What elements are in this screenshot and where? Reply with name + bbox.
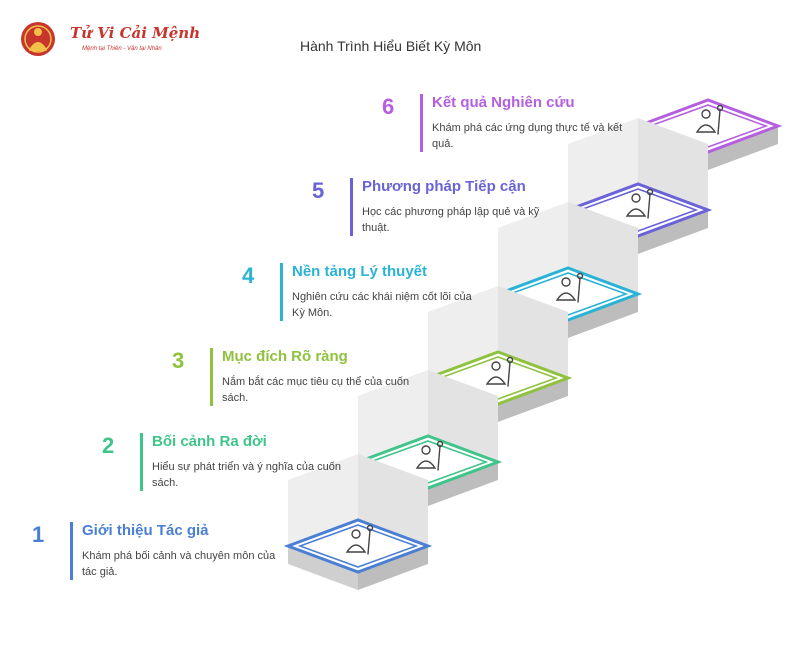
pencil-location-icon: [625, 188, 654, 219]
step-heading: Nền tảng Lý thuyết: [292, 263, 428, 280]
step-number: 2: [102, 433, 115, 458]
orbit-sparkle-icon: [555, 272, 584, 303]
brand-logo[interactable]: Tử Vi Cải Mệnh Mệnh tại Thiên - Vận tại …: [20, 20, 200, 64]
step-description: Khám phá bối cảnh và chuyên môn của tác …: [82, 550, 276, 578]
book-search-icon: [485, 356, 514, 387]
stair-step-1: [283, 454, 433, 590]
step-accent-bar: [280, 263, 283, 321]
step-description: Khám phá các ứng dụng thực tế và kết quả…: [432, 122, 623, 150]
brand-name: Tử Vi Cải Mệnh: [70, 24, 201, 42]
step-number: 6: [382, 94, 395, 119]
step-number: 5: [312, 178, 325, 203]
step-description: Nắm bắt các mục tiêu cụ thể của cuốn sác…: [222, 376, 410, 404]
diagram-title: Hành Trình Hiểu Biết Kỳ Môn: [300, 38, 482, 54]
step-accent-bar: [420, 94, 423, 152]
author-with-staff-icon: [345, 524, 374, 555]
step-accent-bar: [70, 522, 73, 580]
step-description: Học các phương pháp lập quẻ và kỹ thuật.: [362, 206, 540, 234]
step-description: Nghiên cứu các khái niệm cốt lõi của Kỳ …: [292, 291, 472, 319]
step-heading: Kết quả Nghiên cứu: [432, 94, 575, 111]
step-accent-bar: [140, 433, 143, 491]
step-description: Hiểu sự phát triển và ý nghĩa của cuốn s…: [152, 461, 341, 489]
buddha-logo-icon: [21, 22, 55, 56]
step-number: 4: [242, 263, 255, 288]
step-heading: Giới thiệu Tác giả: [82, 522, 209, 539]
step-accent-bar: [210, 348, 213, 406]
person-raising-arms-icon: [415, 440, 444, 471]
brand-tagline: Mệnh tại Thiên - Vận tại Nhân: [82, 46, 162, 52]
step-number: 3: [172, 348, 185, 373]
step-accent-bar: [350, 178, 353, 236]
step-number: 1: [32, 522, 45, 547]
step-heading: Bối cảnh Ra đời: [152, 433, 267, 450]
step-heading: Mục đích Rõ ràng: [222, 348, 348, 365]
step-heading: Phương pháp Tiếp cận: [362, 178, 526, 195]
crystal-ball-eye-icon: [695, 104, 724, 135]
